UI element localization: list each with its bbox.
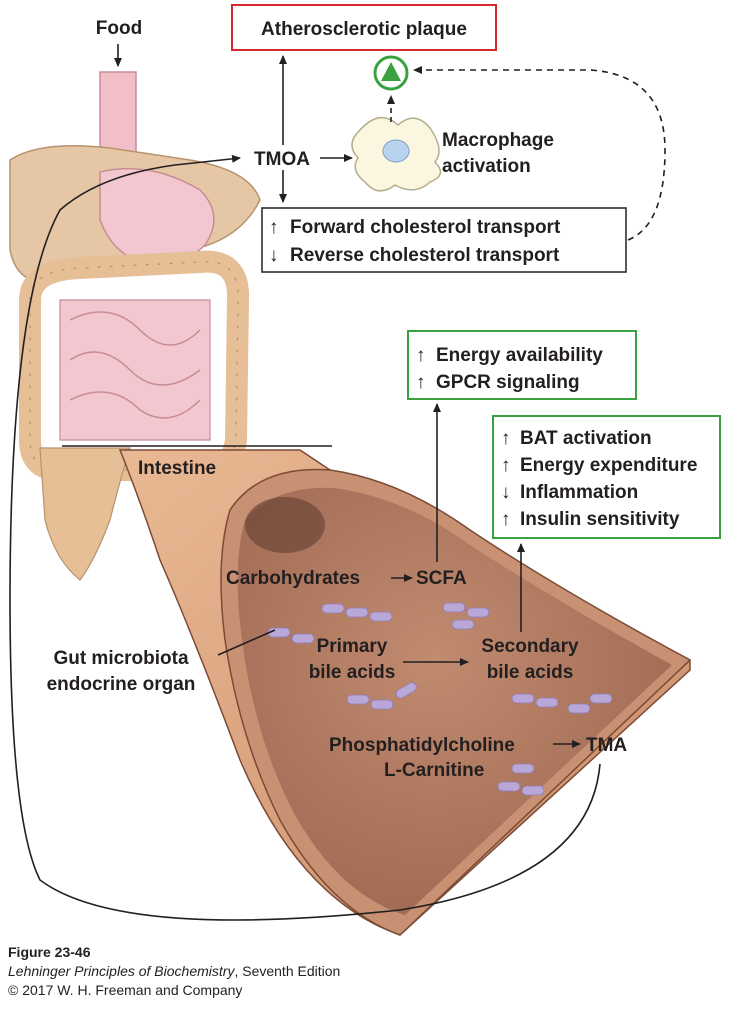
inflammation-label: Inflammation — [520, 482, 638, 503]
intestine-label: Intestine — [138, 458, 216, 479]
gut-microbiota-label-line2: endocrine organ — [47, 674, 196, 695]
secondary-bile-label-line2: bile acids — [487, 662, 574, 683]
carbohydrates-label: Carbohydrates — [226, 568, 360, 589]
phosphatidylcholine-label: Phosphatidylcholine — [329, 735, 515, 756]
up-arrow-icon: ↑ — [269, 217, 279, 238]
carnitine-label: L-Carnitine — [384, 760, 484, 781]
bat-box — [492, 415, 721, 539]
plaque-label: Atherosclerotic plaque — [261, 19, 467, 40]
up-arrow-icon: ↑ — [501, 509, 511, 530]
gpcr-label: GPCR signaling — [436, 372, 580, 393]
bat-label: BAT activation — [520, 428, 652, 449]
plaque-icon — [373, 55, 409, 91]
up-arrow-icon: ↑ — [416, 372, 426, 393]
figure-number: Figure 23-46 — [8, 944, 91, 960]
copyright-line: © 2017 W. H. Freeman and Company — [8, 982, 243, 998]
secondary-bile-label-line1: Secondary — [481, 636, 579, 657]
energy-box — [407, 330, 637, 400]
macrophage-label-line1: Macrophage — [442, 130, 554, 151]
energy-availability-label: Energy availability — [436, 345, 603, 366]
up-arrow-icon: ↑ — [416, 345, 426, 366]
reverse-cholesterol-label: Reverse cholesterol transport — [290, 245, 560, 266]
cholesterol-box — [261, 207, 627, 273]
primary-bile-label-line2: bile acids — [309, 662, 396, 683]
forward-cholesterol-label: Forward cholesterol transport — [290, 217, 561, 238]
food-label: Food — [96, 18, 142, 39]
book-edition: , Seventh Edition — [234, 963, 341, 979]
up-arrow-icon: ↑ — [501, 428, 511, 449]
pathway-arrows — [9, 44, 666, 921]
macrophage-label-line2: activation — [442, 156, 531, 177]
book-title: Lehninger Principles of Biochemistry — [8, 963, 235, 979]
tmoa-label: TMOA — [254, 149, 310, 170]
plaque-box — [231, 4, 497, 51]
bacteria-cluster — [267, 602, 613, 796]
primary-bile-label-line1: Primary — [317, 636, 388, 657]
scfa-label: SCFA — [416, 568, 467, 589]
down-arrow-icon: ↓ — [269, 245, 279, 266]
insulin-label: Insulin sensitivity — [520, 509, 680, 530]
energy-expenditure-label: Energy expenditure — [520, 455, 697, 476]
up-arrow-icon: ↑ — [501, 455, 511, 476]
gut-microbiota-label-line1: Gut microbiota — [53, 648, 189, 669]
book-citation: Lehninger Principles of Biochemistry, Se… — [8, 963, 340, 980]
digestive-tract-illustration — [9, 71, 261, 581]
tma-label: TMA — [586, 735, 627, 756]
macrophage-cell — [351, 116, 442, 192]
down-arrow-icon: ↓ — [501, 482, 511, 503]
